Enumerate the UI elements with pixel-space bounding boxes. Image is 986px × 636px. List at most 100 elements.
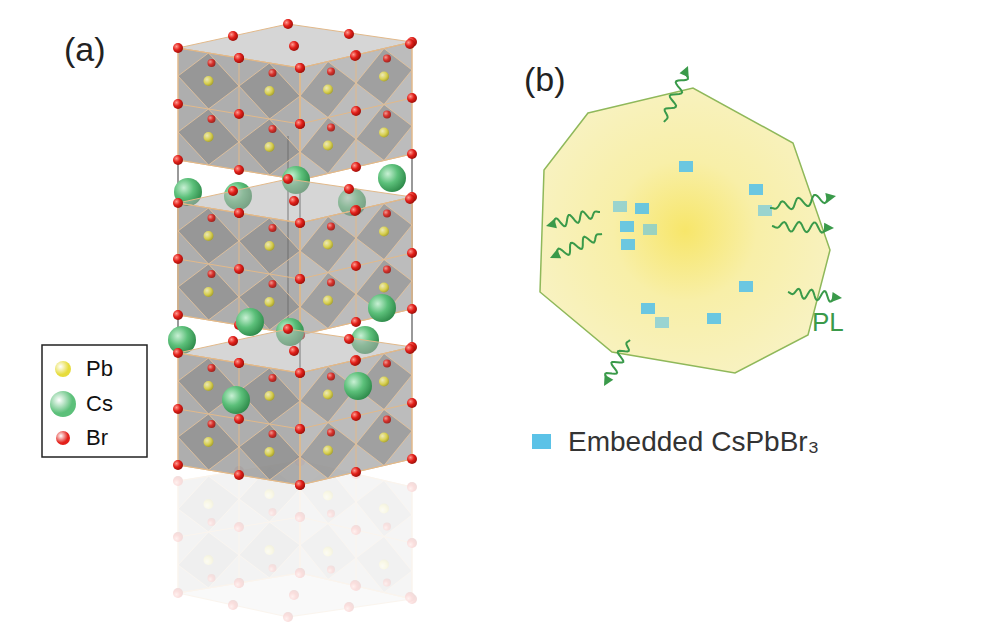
br-atom — [269, 564, 277, 572]
pb-atom — [265, 447, 275, 457]
octahedron — [239, 63, 300, 119]
br-atom — [234, 208, 244, 218]
br-atom — [283, 174, 293, 184]
br-atom — [351, 467, 361, 477]
nanocrystal — [655, 317, 669, 328]
br-atom — [208, 574, 216, 582]
octahedron — [356, 49, 412, 105]
nanocrystal — [620, 221, 634, 232]
br-atom — [234, 358, 244, 368]
pb-atom — [204, 555, 214, 565]
octahedron — [300, 423, 356, 479]
octahedron — [178, 264, 239, 320]
legend-text: Embedded CsPbBr₃ — [568, 426, 819, 458]
pb-atom — [323, 547, 333, 557]
br-atom — [295, 119, 305, 129]
octahedron — [300, 217, 356, 273]
br-atom — [283, 19, 293, 29]
pb-atom — [323, 85, 333, 95]
cs-swatch — [50, 391, 76, 417]
br-atom — [208, 270, 216, 278]
br-atom — [407, 398, 417, 408]
br-atom — [234, 578, 244, 588]
octahedron — [178, 476, 239, 532]
octahedron — [300, 62, 356, 118]
br-atom — [269, 374, 277, 382]
br-atom — [351, 411, 361, 421]
legend-text: Pb — [86, 356, 113, 381]
pl-wave — [605, 340, 630, 379]
octahedron — [178, 532, 239, 588]
br-atom — [351, 355, 361, 365]
br-atom — [228, 186, 238, 196]
br-atom — [295, 218, 305, 228]
br-atom — [234, 165, 244, 175]
octahedron — [300, 118, 356, 174]
br-atom — [295, 63, 305, 73]
pl-wave — [554, 211, 600, 226]
pb-atom — [265, 86, 275, 96]
pb-atom — [265, 489, 275, 499]
br-atom — [173, 99, 183, 109]
br-atom — [234, 578, 244, 588]
pb-atom — [204, 381, 214, 391]
br-atom — [295, 218, 305, 228]
br-atom — [173, 532, 183, 542]
br-atom — [327, 566, 335, 574]
br-atom — [350, 51, 360, 61]
octahedron — [356, 105, 412, 161]
pb-atom — [379, 128, 389, 138]
br-atom — [208, 59, 216, 67]
br-atom — [295, 424, 305, 434]
br-atom — [208, 115, 216, 123]
pb-atom — [323, 240, 333, 250]
br-atom — [350, 206, 360, 216]
pl-wave — [770, 195, 828, 209]
br-atom — [350, 580, 360, 590]
octahedron — [239, 522, 300, 578]
octahedra-layer — [173, 174, 417, 340]
cs-atom — [344, 372, 372, 400]
pb-atom — [323, 446, 333, 456]
embedded-nanocrystals — [613, 161, 772, 328]
br-atom — [269, 224, 277, 232]
pb-atom — [204, 231, 214, 241]
br-atom — [269, 125, 277, 133]
octahedra-layer — [173, 324, 417, 490]
nanocrystal — [739, 281, 753, 292]
br-atom — [383, 416, 391, 424]
br-swatch — [56, 431, 70, 445]
br-atom — [269, 508, 277, 516]
br-atom — [351, 261, 361, 271]
br-atom — [295, 63, 305, 73]
br-atom — [407, 482, 417, 492]
pb-atom — [379, 504, 389, 514]
pb-atom — [204, 76, 214, 86]
legend-box — [42, 345, 147, 457]
pb-atom — [379, 433, 389, 443]
br-atom — [344, 29, 354, 39]
pb-atom — [265, 391, 275, 401]
pb-atom — [379, 227, 389, 237]
layer-face — [178, 353, 300, 485]
br-atom — [295, 368, 305, 378]
crystal-structure — [168, 19, 417, 622]
nanocrystal — [758, 205, 772, 216]
emission-label: PL — [812, 308, 844, 338]
pb-atom — [204, 287, 214, 297]
br-atom — [173, 198, 183, 208]
br-atom — [405, 39, 415, 49]
pb-atom — [265, 241, 275, 251]
br-atom — [350, 356, 360, 366]
br-atom — [295, 480, 305, 490]
pb-atom — [379, 283, 389, 293]
pl-wave — [788, 289, 834, 302]
nanocrystal — [707, 313, 721, 324]
br-atom — [234, 358, 244, 368]
pl-wave — [557, 234, 602, 255]
arrowhead — [550, 249, 561, 258]
arrowhead — [546, 219, 557, 229]
br-atom — [228, 600, 238, 610]
panel-label: (b) — [524, 60, 566, 99]
br-atom — [383, 210, 391, 218]
